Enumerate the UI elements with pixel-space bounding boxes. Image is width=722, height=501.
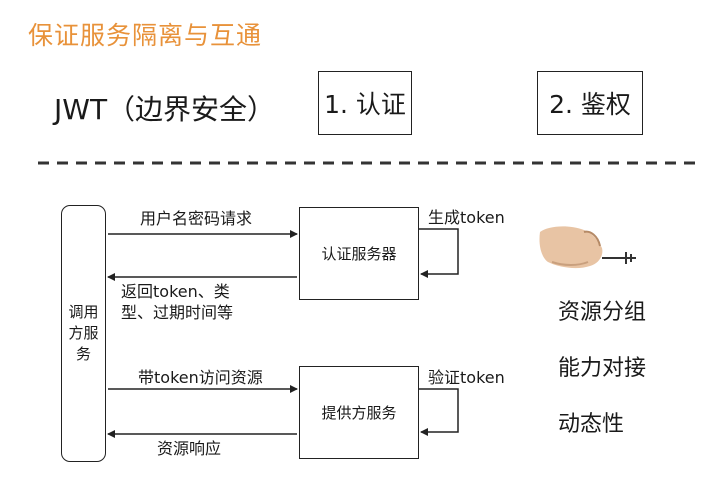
feature-dynamic: 动态性 bbox=[558, 412, 625, 437]
request-label: 用户名密码请求 bbox=[140, 209, 253, 228]
generate-token-label: 生成token bbox=[428, 208, 505, 227]
return-label-line1: 返回token、类 bbox=[121, 282, 230, 301]
jwt-heading: JWT（边界安全） bbox=[54, 93, 276, 126]
step-authentication-box: 1. 认证 bbox=[318, 71, 412, 135]
feature-resource-grouping: 资源分组 bbox=[558, 300, 647, 325]
generate-token-loop bbox=[419, 228, 459, 278]
access-label: 带token访问资源 bbox=[138, 368, 263, 387]
caller-label-line1: 调用 bbox=[68, 303, 99, 321]
caller-label-line3: 务 bbox=[75, 345, 91, 363]
provider-service-box: 提供方服务 bbox=[299, 366, 419, 459]
step-authorization-box: 2. 鉴权 bbox=[537, 71, 643, 135]
return-label-line2: 型、过期时间等 bbox=[121, 303, 234, 322]
auth-server-box: 认证服务器 bbox=[299, 207, 419, 300]
verify-token-label: 验证token bbox=[428, 368, 505, 387]
hand-key-icon bbox=[539, 226, 636, 269]
step-authorization-label: 2. 鉴权 bbox=[549, 90, 631, 119]
auth-server-label: 认证服务器 bbox=[321, 245, 397, 263]
page-title: 保证服务隔离与互通 bbox=[28, 21, 263, 50]
feature-capability-integration: 能力对接 bbox=[558, 356, 647, 381]
step-authentication-label: 1. 认证 bbox=[324, 90, 406, 119]
caller-label-line2: 方服 bbox=[68, 324, 99, 342]
caller-service-box: 调用 方服 务 bbox=[61, 205, 106, 462]
provider-service-label: 提供方服务 bbox=[321, 404, 397, 422]
verify-token-loop bbox=[419, 388, 459, 436]
response-label: 资源响应 bbox=[157, 439, 222, 458]
